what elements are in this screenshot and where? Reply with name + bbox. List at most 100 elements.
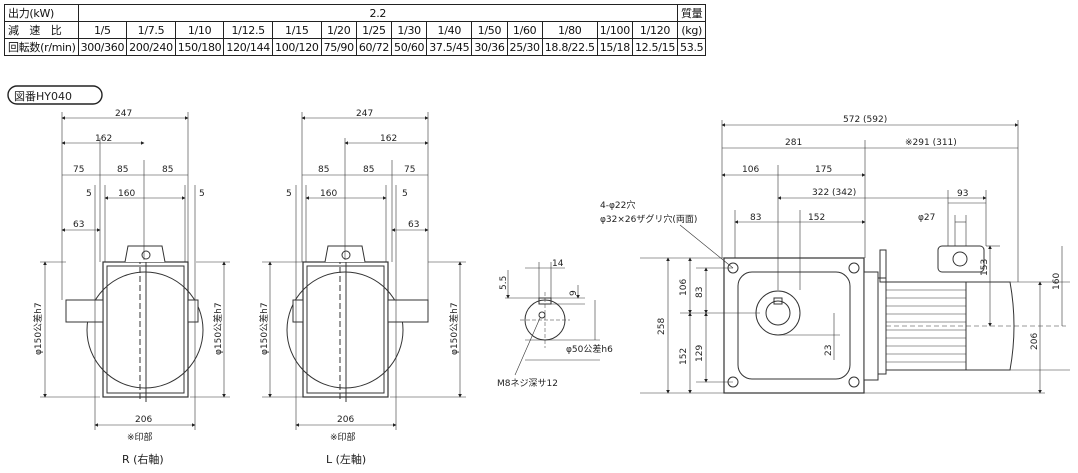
- spec-table: 出力(kW) 2.2 質量 減 速 比 1/5 1/7.5 1/10 1/12.…: [4, 4, 707, 56]
- r-dim-85b: 85: [162, 165, 173, 175]
- r-dim-63: 63: [73, 220, 84, 230]
- speed-cell: 18.8/22.5: [541, 38, 598, 56]
- r-dim-160: 160: [118, 189, 135, 199]
- speed-cell: 300/360: [77, 38, 128, 56]
- l-shaft-left: [292, 299, 304, 323]
- r-shaft-left: [65, 299, 104, 323]
- shaft-diameter: φ50公差h6: [566, 343, 613, 355]
- gearbox-inner: [737, 271, 851, 380]
- l-dim-206: 206: [337, 415, 354, 425]
- hole-note-2: φ32×26ザグリ穴(両面): [600, 213, 697, 225]
- shaft-dim-5-5: 5.5: [499, 276, 509, 290]
- speed-cell: 15/18: [596, 38, 633, 56]
- r-shaft-right-dia: φ150公差h7: [212, 302, 224, 355]
- speed-cell: 25/30: [506, 38, 543, 56]
- side-view: [640, 120, 1070, 394]
- model-label: 図番HY040: [14, 90, 72, 103]
- output-label: 出力(kW): [4, 4, 79, 22]
- motor-flange-2: [877, 277, 887, 375]
- side-dim-106: 106: [742, 165, 759, 175]
- speed-cell: 120/144: [223, 38, 273, 56]
- l-dim-75: 75: [404, 165, 415, 175]
- output-shaft-inner: [765, 300, 791, 326]
- r-mark: ※印部: [127, 431, 153, 443]
- terminal-gland: [952, 251, 968, 267]
- l-dim-162: 162: [380, 134, 397, 144]
- shaft-dim-9: 9: [569, 290, 579, 296]
- side-dim-160: 160: [1052, 273, 1062, 290]
- motor-flange: [863, 271, 879, 381]
- speed-cell: 60/72: [355, 38, 393, 56]
- l-shaft-left-dia: φ150公差h7: [258, 302, 270, 355]
- output-shaft-key: [773, 297, 783, 305]
- output-row: 出力(kW) 2.2 質量: [4, 4, 707, 22]
- l-dim-5b: 5: [402, 189, 408, 199]
- speed-cell: 37.5/45: [426, 38, 473, 56]
- side-dim-106v: 106: [679, 279, 689, 296]
- speed-cell: 12.5/15: [631, 38, 679, 56]
- hole-note-1: 4-φ22穴: [600, 199, 635, 211]
- model-label-frame: [7, 85, 103, 105]
- terminal-box: [937, 245, 985, 273]
- side-dim-258: 258: [657, 318, 667, 335]
- side-dim-281: 281: [785, 138, 802, 148]
- side-dim-23: 23: [824, 345, 834, 356]
- r-dim-206: 206: [135, 415, 152, 425]
- l-lug-hole: [341, 250, 351, 260]
- ratio-cell: 1/12.5: [223, 21, 273, 39]
- r-shaft-right: [187, 299, 199, 323]
- side-dim-83: 83: [750, 213, 761, 223]
- side-dim-152: 152: [808, 213, 825, 223]
- l-caption: L (左軸): [326, 452, 366, 466]
- left-shaft-view: [262, 112, 466, 430]
- r-lug-hole: [141, 250, 151, 260]
- side-dim-129v: 129: [695, 345, 705, 362]
- l-shaft-right-dia: φ150公差h7: [448, 302, 460, 355]
- ratio-cell: 1/100: [596, 21, 633, 39]
- r-dim-162: 162: [95, 134, 112, 144]
- side-dim-206: 206: [1030, 333, 1040, 350]
- side-dim-322: 322 (342): [812, 188, 856, 198]
- side-dim-175: 175: [815, 165, 832, 175]
- r-dim-75: 75: [73, 165, 84, 175]
- mount-hole-tr: [848, 262, 860, 274]
- side-dim-291: ※291 (311): [905, 138, 957, 148]
- r-dim-85a: 85: [117, 165, 128, 175]
- r-shaft-left-dia: φ150公差h7: [32, 302, 44, 355]
- speed-row: 回転数(r/min) 300/360 200/240 150/180 120/1…: [4, 38, 707, 56]
- shaft-end-detail: [505, 262, 600, 376]
- l-dim-160: 160: [320, 189, 337, 199]
- l-housing-circle: [286, 271, 404, 389]
- l-dim-85b: 85: [363, 165, 374, 175]
- r-caption: R (右軸): [122, 452, 164, 466]
- shaft-thread: M8ネジ深サ12: [497, 378, 558, 389]
- side-dim-93: 93: [957, 189, 968, 199]
- speed-cell: 200/240: [126, 38, 176, 56]
- side-dim-152v: 152: [679, 348, 689, 365]
- speed-cell: 50/60: [391, 38, 428, 56]
- side-dim-83v: 83: [695, 287, 705, 298]
- speed-cell: 100/120: [272, 38, 322, 56]
- l-dim-5a: 5: [286, 189, 292, 199]
- side-dim-phi27: φ27: [918, 213, 935, 223]
- l-dim-85a: 85: [318, 165, 329, 175]
- shaft-dim-14: 14: [552, 259, 564, 269]
- side-dim-153: 153: [980, 259, 990, 276]
- mount-hole-br: [848, 376, 860, 388]
- l-shaft-right: [387, 299, 429, 323]
- r-lifting-lug: [124, 245, 166, 263]
- speed-cell: 75/90: [320, 38, 357, 56]
- ratio-cell: 1/7.5: [126, 21, 176, 39]
- speed-label: 回転数(r/min): [4, 38, 79, 56]
- speed-cell: 150/180: [174, 38, 225, 56]
- r-dim-5a: 5: [86, 189, 92, 199]
- ratio-cell: 1/60: [506, 21, 543, 39]
- mass-label: 質量: [677, 4, 707, 22]
- shaft-end-tapped-hole: [538, 311, 546, 319]
- l-dim-63: 63: [408, 220, 419, 230]
- ratio-cell: 1/80: [541, 21, 598, 39]
- mass-value: 53.5: [677, 38, 707, 56]
- side-dim-572: 572 (592): [843, 115, 887, 125]
- l-dim-247: 247: [356, 109, 373, 119]
